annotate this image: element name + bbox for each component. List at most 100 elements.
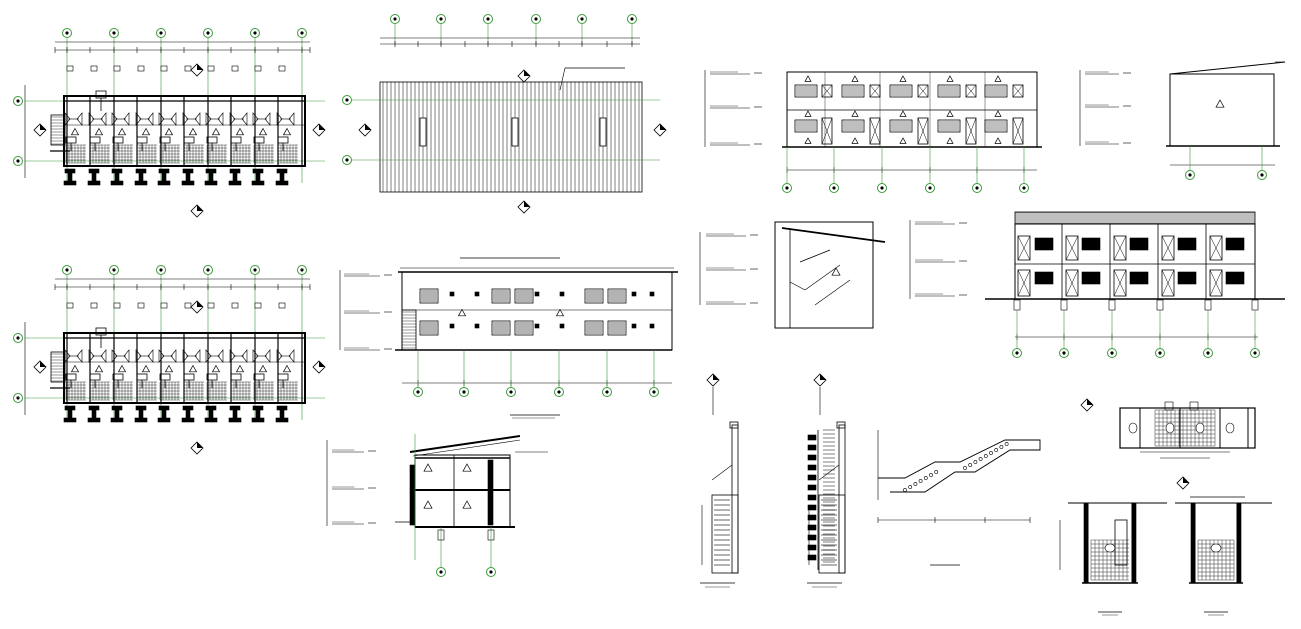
vent xyxy=(559,323,565,329)
door-frame xyxy=(1012,84,1024,98)
roof-slope xyxy=(412,439,521,457)
landing xyxy=(789,281,806,291)
vent xyxy=(474,291,480,297)
grid-bubble-dot xyxy=(580,17,584,21)
section-marker-icon xyxy=(813,373,827,387)
column-footing xyxy=(113,65,121,72)
level-marker-icon xyxy=(188,364,198,373)
level-marker-icon xyxy=(141,127,151,136)
stair-flight xyxy=(711,464,733,481)
section-marker-fill xyxy=(197,205,203,211)
window-frame xyxy=(419,288,439,304)
section-marker-icon xyxy=(190,204,204,218)
door-icon xyxy=(821,117,833,145)
grid-bubble-icon xyxy=(1012,348,1022,358)
window-icon xyxy=(1034,237,1054,251)
door-swing xyxy=(917,84,929,98)
column xyxy=(487,459,494,526)
front-elevation xyxy=(339,257,678,397)
level-marker-icon xyxy=(994,137,1002,144)
grid-bubble-dot xyxy=(65,31,69,35)
grid-bubble-icon xyxy=(649,387,659,397)
section-marker-icon xyxy=(190,441,204,455)
level-marker-icon xyxy=(117,364,127,373)
section-marker-icon xyxy=(517,69,531,83)
level-tag xyxy=(332,486,376,490)
footing-base xyxy=(134,417,148,423)
door-icon xyxy=(917,84,929,98)
footing xyxy=(229,405,241,411)
column-footing xyxy=(160,65,168,72)
grid-bubble-dot xyxy=(557,390,561,394)
level-marker-icon xyxy=(258,364,268,373)
level-tag xyxy=(1085,71,1131,75)
footing xyxy=(111,168,123,174)
toilet-tile-hatch xyxy=(159,144,180,164)
door-swing xyxy=(1065,235,1079,261)
door-icon xyxy=(76,349,83,363)
door-icon xyxy=(1012,117,1024,145)
column-footing xyxy=(231,302,239,309)
door-frame xyxy=(1161,235,1175,261)
stair-flight xyxy=(814,279,851,306)
section-marker-fill xyxy=(197,442,203,448)
grid-bubble-icon xyxy=(297,28,307,38)
footing xyxy=(252,168,264,174)
stair-section xyxy=(699,221,886,329)
grid-bubble-icon xyxy=(156,265,166,275)
door-icon xyxy=(158,349,165,363)
grid-bubble-icon xyxy=(483,14,493,24)
door-icon xyxy=(135,112,142,126)
stair-icon xyxy=(807,464,817,471)
grid-bubble-dot xyxy=(785,186,789,190)
level-marker-icon xyxy=(804,137,812,144)
grid-bubble-dot xyxy=(159,31,163,35)
grid-bubble-icon xyxy=(13,96,23,106)
stair-icon xyxy=(807,514,817,521)
roof-slope xyxy=(781,227,886,243)
level-marker-icon xyxy=(164,364,174,373)
window-icon xyxy=(1081,237,1101,251)
section-marker-icon xyxy=(312,123,326,137)
grid-bubble-icon xyxy=(203,265,213,275)
level-marker-icon xyxy=(94,127,104,136)
toilet-tile-hatch xyxy=(206,381,227,401)
window-icon xyxy=(984,84,1008,98)
grid-bubble-icon xyxy=(1107,348,1117,358)
level-marker-icon xyxy=(282,364,292,373)
door-icon xyxy=(917,117,929,145)
toilet-section-2 xyxy=(1175,496,1272,616)
window-frame xyxy=(514,288,534,304)
toilet-tile-hatch xyxy=(183,144,204,164)
door-icon xyxy=(182,112,189,126)
door-icon xyxy=(111,349,118,363)
toilet-tile-hatch xyxy=(159,381,180,401)
grid-bubble-dot xyxy=(652,390,656,394)
grid-bubble-dot xyxy=(1062,351,1066,355)
door-icon xyxy=(1113,235,1127,261)
stair xyxy=(50,114,66,146)
window-icon xyxy=(1177,237,1197,251)
level-marker-icon xyxy=(804,110,812,117)
footing-base xyxy=(63,417,77,423)
footing-base xyxy=(110,180,124,186)
wc-icon xyxy=(1165,422,1175,434)
window-icon xyxy=(841,84,865,98)
door-icon xyxy=(1161,235,1175,261)
window-frame xyxy=(584,320,604,336)
baluster xyxy=(923,476,928,480)
level-tag xyxy=(706,301,758,305)
footing-base xyxy=(157,180,171,186)
section-marker-fill xyxy=(1087,399,1093,405)
door-icon xyxy=(241,349,248,363)
door-swing xyxy=(1017,235,1031,261)
door-swing xyxy=(1209,235,1223,261)
footing xyxy=(64,405,76,411)
window-icon xyxy=(584,288,604,304)
section-marker-fill xyxy=(1183,477,1189,483)
grid-bubble-icon xyxy=(13,156,23,166)
toilet-tile-hatch xyxy=(253,144,274,164)
section-marker-icon xyxy=(190,300,204,314)
window-frame xyxy=(889,119,913,133)
